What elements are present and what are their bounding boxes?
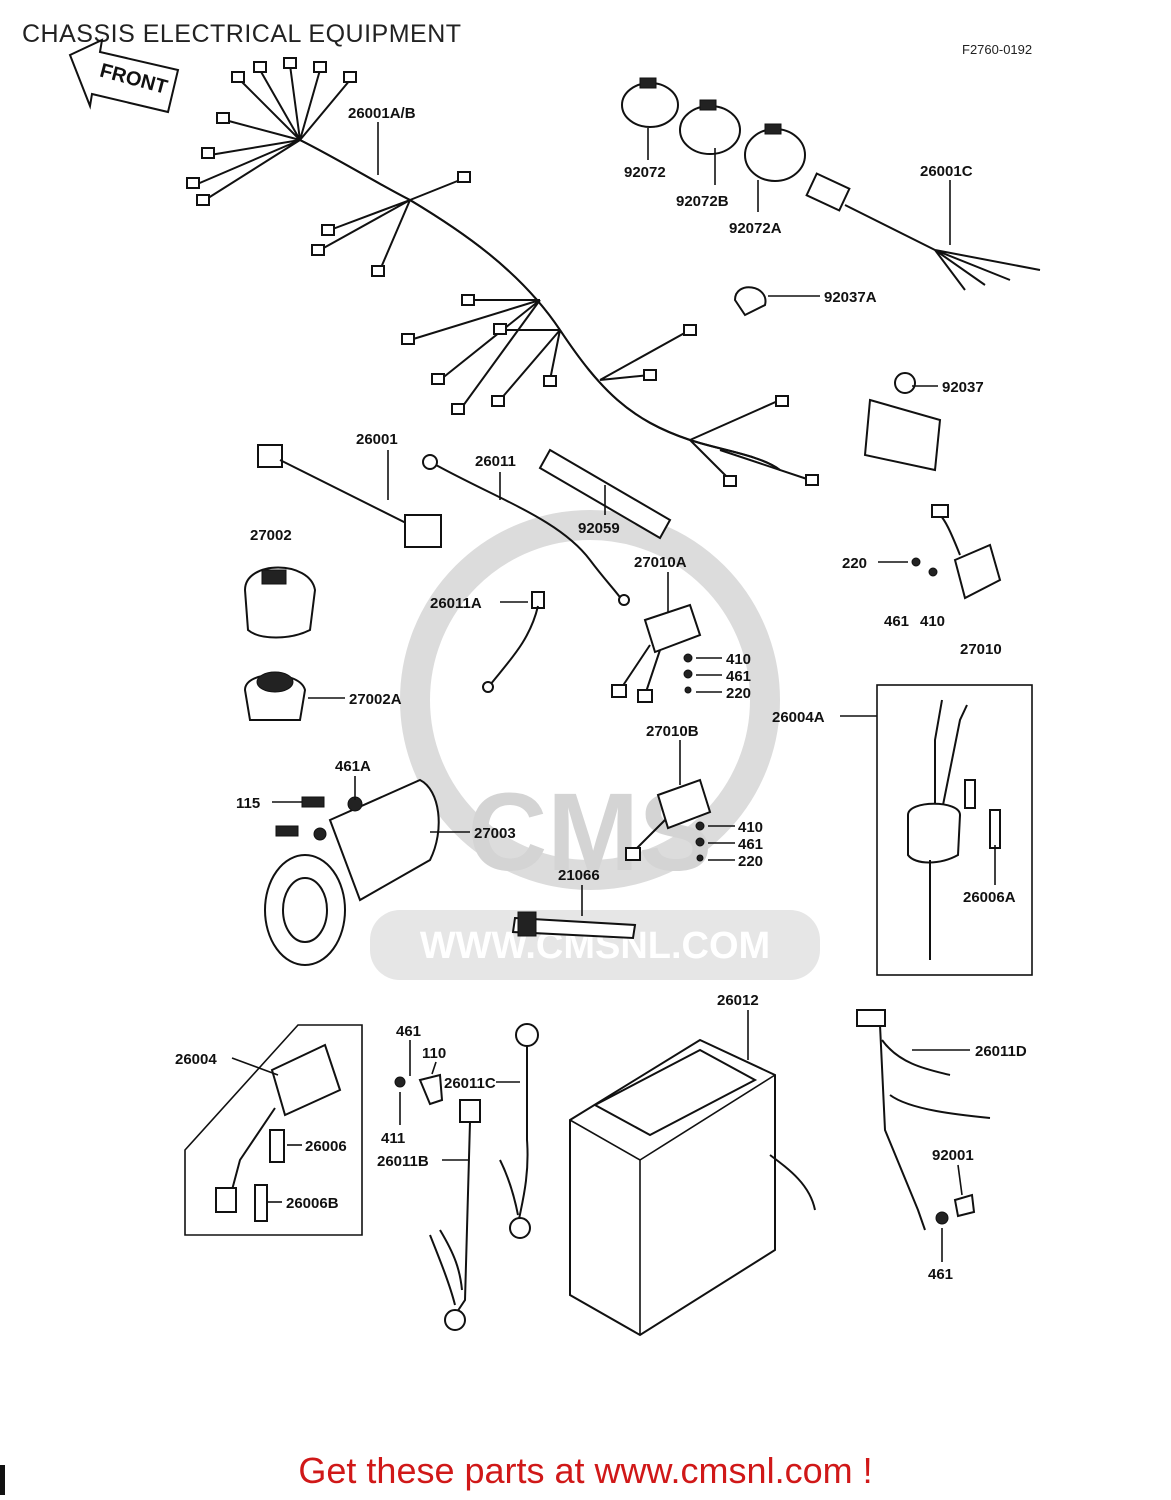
- horn-27003: [264, 778, 440, 966]
- label-92072b: 92072B: [676, 193, 729, 210]
- lead-26011b: [429, 1099, 481, 1331]
- label-92037: 92037: [942, 379, 984, 396]
- label-461-bolt: 461: [396, 1023, 421, 1040]
- label-92072: 92072: [624, 164, 666, 181]
- label-26004a: 26004A: [772, 709, 825, 726]
- relay-27002a: [243, 671, 307, 721]
- label-461-bottom: 461: [928, 1266, 953, 1283]
- main-wiring-harness: [186, 57, 819, 487]
- label-92037a: 92037A: [824, 289, 877, 306]
- box-26004a: [876, 684, 1033, 976]
- leader-lines: [231, 122, 996, 1262]
- label-27010b: 27010B: [646, 723, 699, 740]
- label-26011b: 26011B: [377, 1153, 429, 1170]
- regulator-27010b: [625, 778, 712, 862]
- front-arrow: FRONT: [68, 38, 180, 114]
- label-27010: 27010: [960, 641, 1002, 658]
- label-26011a: 26011A: [430, 595, 482, 612]
- label-461a: 461A: [335, 758, 371, 775]
- label-26006b: 26006B: [286, 1195, 339, 1212]
- label-220-mid: 220: [726, 685, 751, 702]
- footer-link[interactable]: Get these parts at www.cmsnl.com !: [298, 1450, 873, 1491]
- ignitor-26004: [184, 1024, 363, 1236]
- battery-26012: [569, 1038, 816, 1337]
- label-461-mid: 461: [726, 668, 751, 685]
- label-461-right: 461: [884, 613, 909, 630]
- label-27010a: 27010A: [634, 554, 687, 571]
- label-410-right: 410: [920, 613, 945, 630]
- watermark-ring: [400, 510, 780, 890]
- label-26001ab: 26001A/B: [348, 105, 416, 122]
- ignitor-26004a: [876, 684, 1033, 976]
- regulator-27010a: [611, 603, 702, 703]
- label-26001: 26001: [356, 431, 398, 448]
- label-26006a: 26006A: [963, 889, 1016, 906]
- label-92001: 92001: [932, 1147, 974, 1164]
- lead-26001: [257, 444, 442, 548]
- label-26011: 26011: [475, 453, 516, 470]
- label-115: 115: [236, 795, 260, 812]
- lead-26011d: [856, 1009, 991, 1231]
- label-92059: 92059: [578, 520, 620, 537]
- label-410-mid: 410: [726, 651, 751, 668]
- figure-code: F2760-0192: [962, 42, 1033, 57]
- part-labels: 26001A/B 92072 92072B 92072A 26001C 9203…: [175, 105, 1027, 1283]
- label-461-low: 461: [738, 836, 763, 853]
- watermark: CMS WWW.CMSNL.COM: [370, 510, 820, 980]
- box-26004: [184, 1024, 363, 1236]
- label-27002: 27002: [250, 527, 292, 544]
- label-26004: 26004: [175, 1051, 217, 1068]
- fuse-21066: [511, 911, 637, 940]
- label-26006: 26006: [305, 1138, 347, 1155]
- front-arrow-shape: [68, 38, 180, 114]
- label-220-top: 220: [842, 555, 867, 572]
- label-26011d: 26011D: [975, 1043, 1027, 1060]
- regulator-27010: [911, 504, 1002, 600]
- label-26001c: 26001C: [920, 163, 973, 180]
- label-110: 110: [422, 1045, 446, 1062]
- bands-92072: [621, 77, 806, 182]
- watermark-banner: [370, 910, 820, 980]
- bracket-92037: [863, 372, 942, 472]
- label-27002a: 27002A: [349, 691, 402, 708]
- label-26012: 26012: [717, 992, 759, 1009]
- label-92072a: 92072A: [729, 220, 782, 237]
- label-220-low: 220: [738, 853, 763, 870]
- clamp-92037a: [733, 286, 767, 317]
- label-27003: 27003: [474, 825, 516, 842]
- label-21066: 21066: [558, 867, 600, 884]
- label-411: 411: [381, 1130, 405, 1147]
- lead-26011a: [482, 591, 545, 693]
- harness-26001c: [805, 172, 1041, 291]
- lead-26011: [422, 454, 630, 606]
- relay-27002: [243, 566, 317, 639]
- lead-26011c: [499, 1023, 539, 1239]
- margin-marker: [0, 1465, 5, 1495]
- label-26011c: 26011C: [444, 1075, 496, 1092]
- bolt-92001: [935, 1193, 976, 1225]
- bolt-110: [394, 1073, 444, 1106]
- label-410-low: 410: [738, 819, 763, 836]
